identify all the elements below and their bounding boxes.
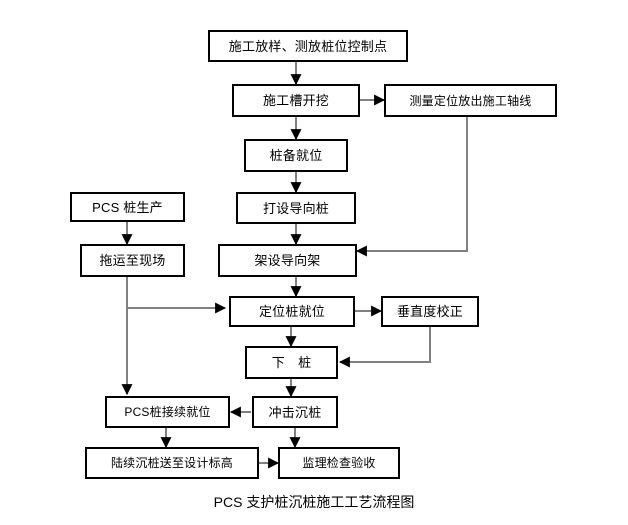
node-lower-pile[interactable]: 下 桩 <box>245 346 338 379</box>
node-erect-guide-frame[interactable]: 架设导向架 <box>218 244 357 277</box>
node-supervision-inspection[interactable]: 监理检查验收 <box>278 447 400 479</box>
node-drive-guide-pile[interactable]: 打设导向桩 <box>236 192 356 224</box>
edge-n3-n7 <box>355 117 468 257</box>
node-position-pile[interactable]: 定位桩就位 <box>229 296 355 327</box>
node-verticality-correction[interactable]: 垂直度校正 <box>381 296 479 327</box>
node-sink-to-design-elevation[interactable]: 陆续沉桩送至设计标高 <box>85 447 259 479</box>
node-trench-excavation[interactable]: 施工槽开挖 <box>232 84 360 117</box>
node-pcs-pile-splice-position[interactable]: PCS桩接续就位 <box>105 396 230 428</box>
node-survey-axis-line[interactable]: 测量定位放出施工轴线 <box>384 84 557 117</box>
node-construction-layout[interactable]: 施工放样、测放桩位控制点 <box>208 30 408 62</box>
edge-n10-n11 <box>338 327 431 368</box>
node-pile-ready-position[interactable]: 桩备就位 <box>244 139 348 172</box>
node-impact-pile-sinking[interactable]: 冲击沉桩 <box>252 396 338 428</box>
diagram-caption: PCS 支护桩沉桩施工工艺流程图 <box>213 494 415 510</box>
node-pcs-pile-production[interactable]: PCS 桩生产 <box>70 192 185 222</box>
node-transport-to-site[interactable]: 拖运至现场 <box>80 244 185 277</box>
edge-n8-n9 <box>126 277 227 314</box>
